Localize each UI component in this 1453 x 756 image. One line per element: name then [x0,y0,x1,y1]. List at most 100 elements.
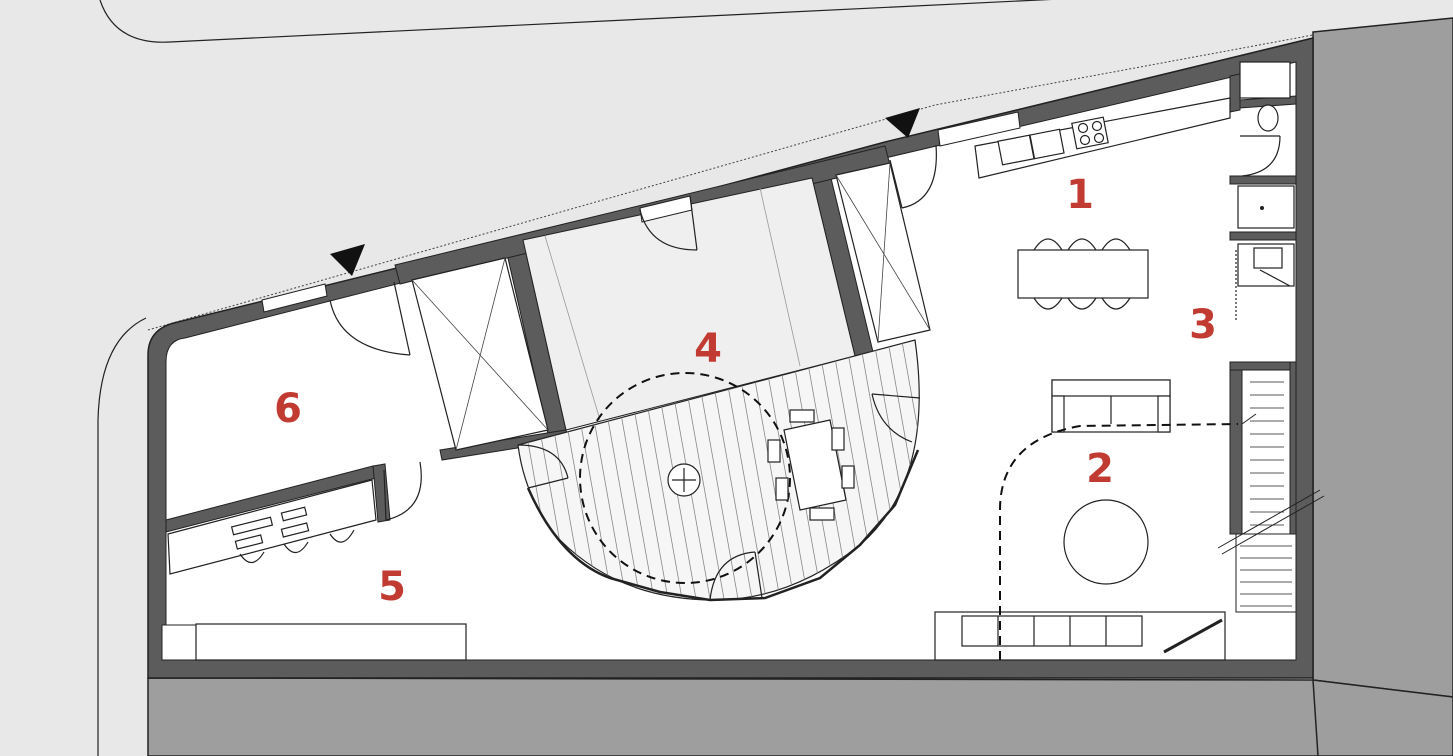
core-hall-diag-1 [544,235,601,421]
stair-break-line [1217,489,1321,549]
shaft-left-cross-b [455,257,506,451]
window-lounge-side [161,624,197,661]
doors [329,135,1281,601]
stair-arrow [1241,413,1257,425]
door-rotunda-right [871,393,921,399]
stair-upper-flight [1241,369,1291,535]
wall-stair-top [1229,361,1297,371]
kitchen-hob [1071,116,1109,150]
neighbor-party-line [1312,679,1319,756]
kitchen-sink [997,134,1035,166]
rotunda-chair [775,477,789,501]
door-room6-inner-swing [385,461,422,521]
door-room6-entry-swing [329,299,411,356]
rotunda-facade [526,449,920,602]
round-rug [1063,499,1149,585]
chair-top [1033,238,1063,251]
lounge-desk-item [280,522,310,538]
windows [161,111,1021,661]
sofa-back [1051,379,1171,397]
stair-break-line-2 [1221,495,1325,555]
wc-icon [1257,104,1279,132]
lounge-stool [239,551,265,564]
stair-treads [1250,381,1284,526]
room-label-2: 2 [1086,446,1114,492]
wc-closet [1239,61,1291,99]
shaft-right-cross-a [835,174,931,331]
core-hall-diag-2 [759,187,801,367]
chair-bottom [1033,297,1063,310]
door-room6-inner [383,469,387,521]
entrance-triangle-icon [885,108,920,138]
stair-treads-lower [1240,545,1292,607]
rotunda-chair [831,427,845,451]
washer-top [1253,247,1283,269]
door-rotunda-bottom-swing [709,551,756,601]
chair-bottom [1067,297,1097,310]
kitchen-dining-table [1017,249,1149,299]
washer-diag [1259,269,1291,287]
tv-screen [1163,618,1223,654]
window-room6 [261,283,328,313]
hob-ring [1077,122,1089,134]
kitchen-sink-2 [1029,128,1065,160]
lounge-desk-item [280,506,308,522]
door-kitchen-entry [889,159,903,209]
living-furniture [934,379,1239,661]
sofa-arm-left [1051,395,1065,433]
kitchen-chairs [1033,238,1131,310]
kitchen-furniture [974,97,1231,310]
room-label-1: 1 [1066,172,1094,218]
curb-line-left [97,317,147,756]
door-bath-swing [1241,135,1281,177]
rotunda-dashed-circle [579,372,791,584]
lounge-bench [167,479,377,575]
chair-top [1101,238,1131,251]
entrance-markers [330,108,920,276]
lounge-stool [329,529,355,543]
door-room6-entry [393,281,411,356]
chair-bottom [1101,297,1131,310]
door-rotunda-left-swing [517,444,569,479]
service-fixtures [1237,61,1295,287]
neighbor-building-right [1312,17,1453,698]
lounge-desk-item [234,534,264,550]
hob-ring [1091,120,1103,132]
curb-line-top [99,0,1052,43]
door-kitchen-entry-swing [901,144,937,209]
room-label-5: 5 [378,564,406,610]
shafts [411,162,931,451]
pavement-line [147,34,1314,331]
neighbor-buildings [147,17,1453,756]
window-kitchen [937,111,1021,147]
wall-stair-left [1229,361,1243,535]
hatch-line [899,340,920,600]
room-label-4: 4 [694,326,722,372]
rotunda-chair [767,439,781,463]
door-rotunda-left [527,477,569,489]
door-rotunda-bottom [754,551,763,599]
washbasin-drain [1260,206,1264,210]
shaft-right-cross-b [877,162,891,343]
door-core [689,195,698,251]
wall-service-1 [1229,175,1297,185]
washbasin [1237,185,1295,229]
tv-cabinet [961,615,1143,647]
stair-lower-flight [1235,533,1297,613]
chair-top [1067,238,1097,251]
lounge-stool [283,541,309,554]
wall-service-2 [1229,231,1297,241]
wall-bath-left [1229,73,1241,113]
rotunda-table [783,419,847,511]
circulation-path [999,423,1239,660]
lounge-desk-item [230,516,274,536]
rotunda-chair [789,409,815,423]
sofa-arm-right [1157,395,1171,433]
hob-ring [1093,132,1105,144]
neighbor-building-bottom [147,677,1453,756]
wall-stair-right [1289,361,1297,535]
hob-ring [1079,134,1091,146]
staircase [1217,369,1325,613]
room-labels: 1 2 3 4 5 6 [274,172,1217,610]
